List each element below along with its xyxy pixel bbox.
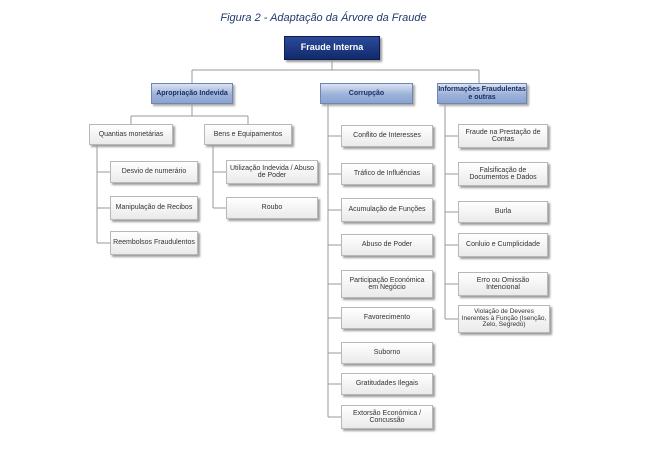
item-participacao-economica: Participação Económica em Negócio [341, 270, 433, 298]
item-gratitudades-ilegais: Gratitudades Ilegais [341, 373, 433, 395]
item-erro-omissao: Erro ou Omissão Intencional [458, 272, 548, 296]
item-fraude-prestacao-contas: Fraude na Prestação de Contas [458, 124, 548, 148]
item-suborno: Suborno [341, 342, 433, 364]
item-violacao-deveres: Violação de Deveres Inerentes à Função (… [458, 305, 550, 333]
item-extorsao-economica: Extorsão Económica / Concussão [341, 405, 433, 429]
item-reembolsos-fraudulentos: Reembolsos Fraudulentos [110, 231, 198, 255]
category-corrupcao: Corrupção [320, 83, 413, 104]
item-trafico-influencias: Tráfico de Influências [341, 163, 433, 185]
item-desvio-numerario: Desvio de numerário [110, 161, 198, 183]
item-acumulacao-funcoes: Acumulação de Funções [341, 198, 433, 222]
category-informacoes-fraudulentas: Informações Fraudulentas e outras [437, 83, 527, 104]
item-burla: Burla [458, 201, 548, 223]
root-node: Fraude Interna [284, 36, 380, 60]
item-manipulacao-recibos: Manipulação de Recibos [110, 196, 198, 220]
item-favorecimento: Favorecimento [341, 307, 433, 329]
item-abuso-poder: Abuso de Poder [341, 234, 433, 256]
item-utilizacao-indevida: Utilização Indevida / Abuso de Poder [226, 160, 318, 184]
item-roubo: Roubo [226, 197, 318, 219]
category-apropriacao-indevida: Apropriação Indevida [151, 83, 233, 104]
subgroup-quantias-monetarias: Quantias monetárias [89, 124, 173, 145]
item-conflito-interesses: Conflito de Interesses [341, 125, 433, 147]
item-falsificacao-documentos: Falsificação de Documentos e Dados [458, 162, 548, 186]
figure-caption: Figura 2 - Adaptação da Árvore da Fraude [220, 12, 427, 24]
subgroup-bens-equipamentos: Bens e Equipamentos [204, 124, 292, 145]
item-conluio-cumplicidade: Conluio e Cumplicidade [458, 233, 548, 257]
